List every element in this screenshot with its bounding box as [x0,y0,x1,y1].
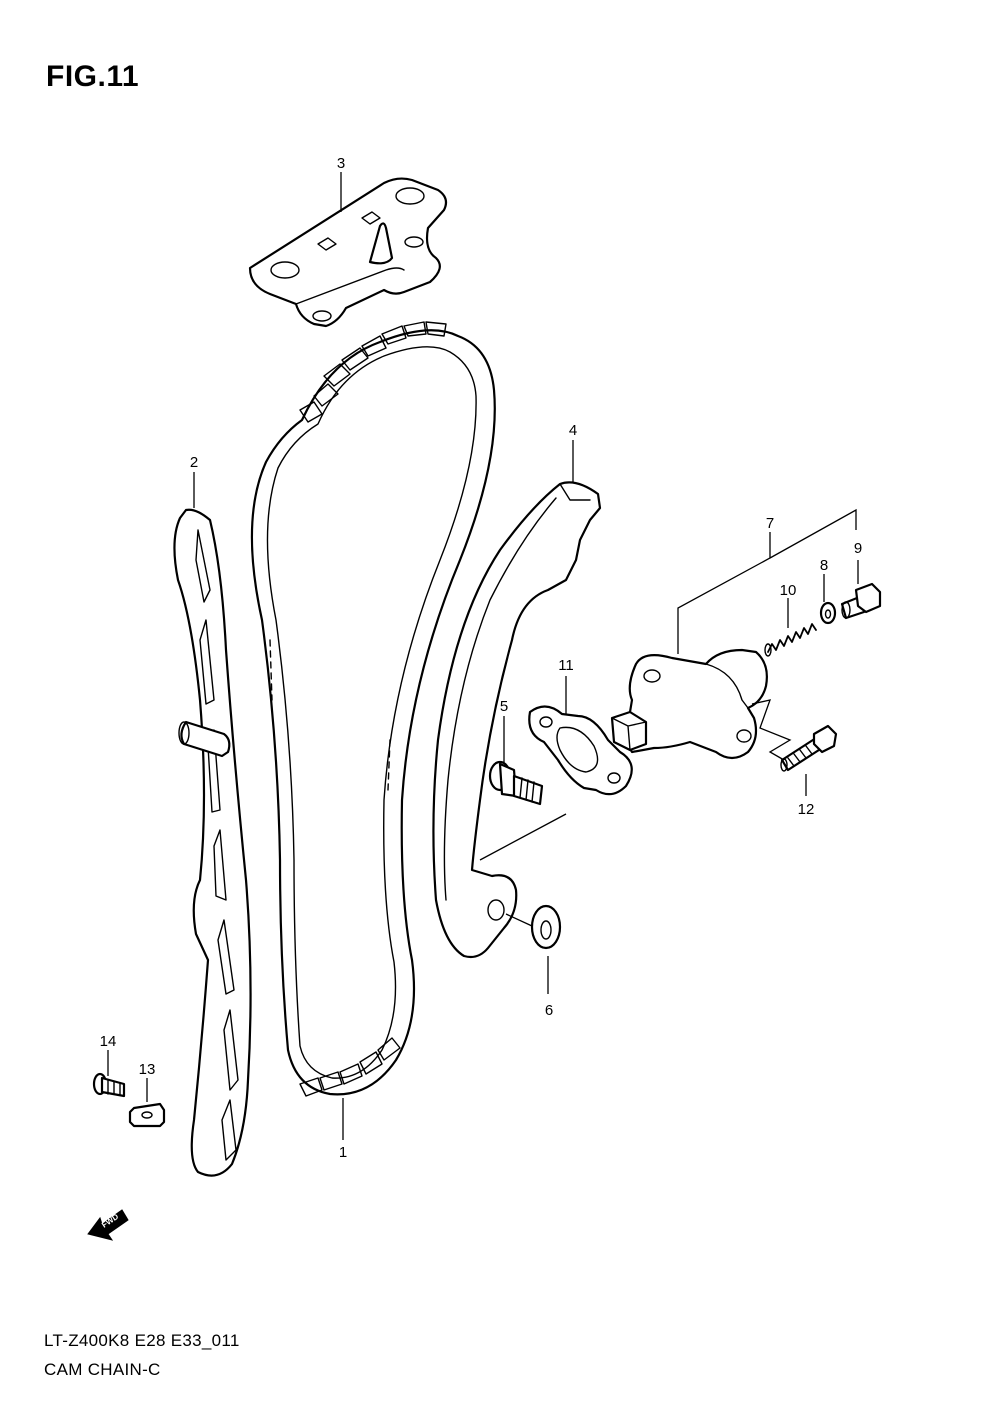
part-12-bolt [780,724,838,772]
callout-4: 4 [569,422,577,439]
part-6-washer [530,904,562,950]
callout-8: 8 [820,557,828,574]
part-8-washer [819,601,837,625]
callout-1: 1 [339,1144,347,1161]
figure-title: FIG.11 [46,60,140,93]
callout-13: 13 [139,1061,156,1078]
part-7-tensioner-adjuster [610,648,768,760]
callout-7: 7 [766,515,774,532]
callout-9: 9 [854,540,862,557]
part-10-spring [764,623,817,657]
callout-3: 3 [337,155,345,172]
callout-5: 5 [500,698,508,715]
callout-14: 14 [100,1033,117,1050]
part-11-gasket [528,705,633,796]
part-1-cam-chain [250,321,496,1097]
callout-12: 12 [798,801,815,818]
part-4-tensioner-guide [432,481,602,959]
part-3-chain-guide [248,177,448,328]
callout-labels: 1 2 3 4 5 6 7 8 9 10 11 12 13 14 [100,155,863,1161]
part-5-bolt [488,760,544,806]
figure-subtitle: CAM CHAIN-C [44,1360,161,1379]
leader-lines [107,172,859,1140]
part-2-chain-guide [173,508,252,1177]
forward-arrow-icon: FWD [87,1209,129,1241]
part-13-plate [128,1102,166,1128]
callout-2: 2 [190,454,198,471]
part-9-cap-bolt [840,582,882,620]
figure-code: LT-Z400K8 E28 E33_011 [44,1331,240,1350]
part-14-screw [92,1072,126,1098]
callout-6: 6 [545,1002,553,1019]
callout-11: 11 [558,657,574,674]
callout-10: 10 [780,582,797,599]
